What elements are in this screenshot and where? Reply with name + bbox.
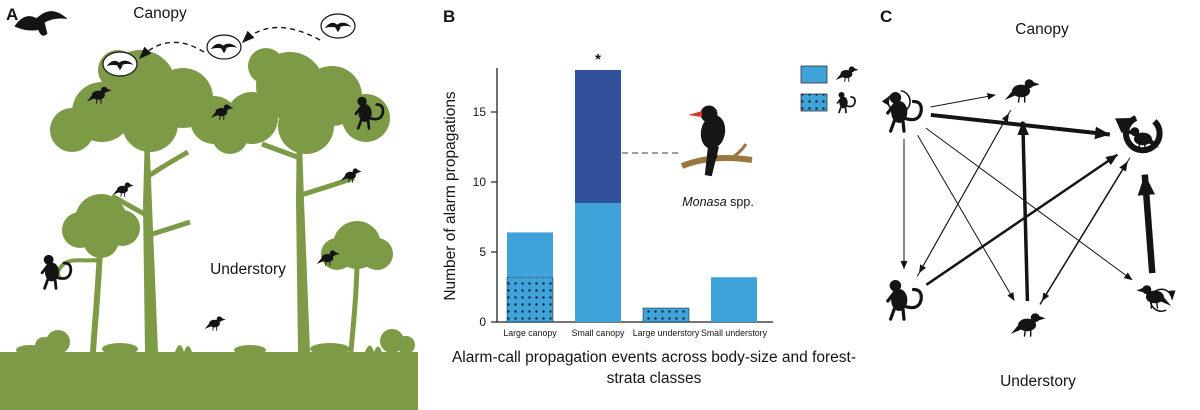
panel-b: B Number of alarm propagations Large can… — [435, 0, 870, 410]
y-tick-label: 0 — [479, 315, 486, 329]
network-edge — [925, 127, 1133, 281]
tree-small-left — [56, 194, 140, 353]
network-node-monkey-understory — [886, 278, 923, 321]
network-node-bird-understory — [1010, 312, 1046, 338]
network-edge — [925, 153, 1119, 286]
legend-swatch-bird — [800, 65, 828, 84]
network-edge — [930, 93, 996, 108]
panel-a-illustration: A Canopy — [0, 5, 418, 410]
x-tick-label: Large canopy — [503, 328, 557, 338]
network-edge — [917, 135, 1015, 301]
legend — [800, 65, 859, 114]
network-edge — [1137, 174, 1156, 274]
tree-large-right — [212, 48, 390, 352]
chart-caption: Alarm-call propagation events across bod… — [451, 349, 857, 387]
network-edge — [1041, 157, 1131, 302]
network-node-monkey-canopy — [886, 90, 923, 133]
legend-monkey-icon — [836, 91, 856, 114]
network-edge — [918, 109, 1012, 274]
panel-b-label: B — [443, 7, 455, 26]
species-label: Monasa spp. — [682, 195, 754, 209]
branch — [680, 155, 753, 169]
monkey-icon — [886, 90, 923, 133]
red-beak — [688, 111, 702, 117]
bird-icon — [1004, 78, 1040, 104]
bar-segment-solid-light-blue — [507, 232, 553, 278]
bar-segment-solid-light-blue — [575, 203, 621, 322]
tree-large-left — [50, 50, 238, 352]
understory-label: Understory — [210, 261, 286, 278]
legend-swatch-monkey-dots — [800, 93, 828, 112]
network-node-bird-canopy — [1004, 78, 1040, 104]
hawk-icon — [14, 11, 68, 36]
y-tick-label: 15 — [473, 105, 487, 119]
network-node-bird-understory-right — [1136, 284, 1172, 310]
canopy-label: Canopy — [1015, 21, 1069, 38]
panel-c-network: C Canopy Understory — [880, 7, 1176, 390]
panel-c-label: C — [880, 7, 892, 26]
monkey-understory-icon — [40, 253, 73, 290]
bar-segment-dots-overlay — [642, 307, 690, 323]
bird-icon — [1010, 312, 1046, 338]
x-tick-label: Large understory — [633, 328, 700, 338]
bar-segment-solid-dark-blue — [575, 70, 621, 203]
forest-ground — [0, 329, 418, 410]
network-edge — [1017, 121, 1030, 302]
legend-bird-icon — [835, 65, 859, 83]
understory-label: Understory — [1000, 373, 1076, 390]
ground-bird-icon — [204, 315, 226, 332]
y-axis-title: Number of alarm propagations — [442, 91, 459, 301]
panel-b-chart: B Number of alarm propagations Large can… — [442, 7, 859, 338]
canopy-label: Canopy — [133, 5, 187, 22]
network-layer — [881, 78, 1176, 338]
monasa-illustration — [680, 105, 753, 177]
perched-bird-icon — [112, 181, 134, 198]
panel-c: C Canopy Understory — [870, 0, 1200, 410]
bird-icon — [1136, 284, 1172, 310]
x-tick-label: Small understory — [701, 328, 768, 338]
bird-body — [700, 115, 726, 149]
y-tick-label: 10 — [473, 175, 487, 189]
alarm-call-bubbles — [102, 13, 356, 77]
network-edge — [930, 112, 1111, 140]
bird-head — [700, 105, 718, 123]
y-tick-label: 5 — [479, 245, 486, 259]
panel-a: A Canopy — [0, 0, 435, 410]
bar-segment-dots-overlay — [506, 276, 554, 323]
tree-small-right — [321, 221, 393, 353]
bars-layer: Large canopy Small canopy Large understory… — [473, 51, 768, 338]
panel-a-label: A — [6, 5, 18, 24]
bar-segment-solid-light-blue — [711, 277, 757, 322]
monkey-icon — [886, 278, 923, 321]
x-tick-label: Small canopy — [572, 328, 625, 338]
propagation-arrows — [139, 26, 321, 59]
significance-star: * — [595, 51, 601, 68]
